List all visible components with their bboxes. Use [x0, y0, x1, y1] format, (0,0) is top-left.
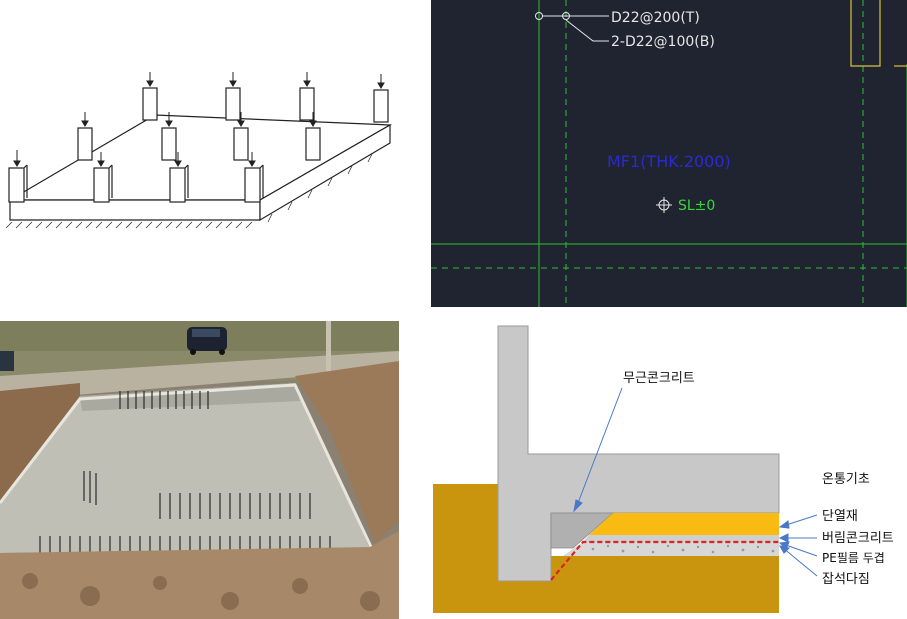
- mat-foundation-label: MF1(THK.2000): [607, 152, 731, 171]
- car-icon: [187, 327, 227, 355]
- mat-foundation-label: 온통기초: [822, 472, 870, 487]
- column: [77, 127, 93, 161]
- gravel-layer: [563, 542, 779, 556]
- column: [8, 164, 28, 203]
- mat-foundation-drawing: [5, 72, 393, 229]
- foundation-section-detail: 무근콘크리트 온통기초 단열재 버림콘크리트 PE필름 두겹 잡석다짐: [433, 318, 907, 619]
- section-drawing: 무근콘크리트 온통기초 단열재 버림콘크리트 PE필름 두겹 잡석다짐: [433, 325, 894, 613]
- soil-bank-right: [295, 361, 399, 543]
- lean-concrete-label: 버림콘크리트: [822, 531, 894, 546]
- column-outline: [850, 0, 881, 67]
- column: [373, 89, 389, 123]
- column: [244, 164, 264, 203]
- construction-site-photo: [0, 321, 399, 619]
- insulation-label: 단열재: [822, 509, 858, 524]
- site-photo-illustration: [0, 321, 399, 619]
- slab-front-face: [9, 199, 261, 221]
- column: [142, 87, 158, 121]
- plain-concrete-haunch: [550, 512, 615, 549]
- cad-canvas: D22@200(T) 2-D22@100(B) MF1(THK.2000) SL…: [431, 0, 907, 307]
- road: [0, 351, 399, 401]
- leader-arrows: [573, 387, 818, 577]
- column: [169, 164, 189, 203]
- rebar-top-label: D22@200(T): [611, 10, 700, 26]
- soil-bank-left: [0, 383, 80, 501]
- concrete-slab: [0, 383, 370, 553]
- leader-line: [565, 19, 609, 42]
- level-label: SL±0: [678, 198, 715, 214]
- columns-group: [8, 87, 389, 203]
- column: [305, 127, 321, 161]
- column: [299, 87, 315, 121]
- rebar-bottom-label: 2-D22@100(B): [611, 34, 715, 50]
- column: [233, 127, 249, 161]
- column: [161, 127, 177, 161]
- ground-hatch: [5, 153, 373, 229]
- pe-film-label: PE필름 두겹: [822, 551, 885, 565]
- lean-concrete-layer: [583, 535, 779, 542]
- insulation-layer: [589, 513, 779, 535]
- gravel-label: 잡석다짐: [822, 572, 870, 587]
- pe-film-line: [550, 540, 779, 581]
- level-marker-icon: [656, 197, 672, 213]
- column: [225, 87, 241, 121]
- plain-concrete-label: 무근콘크리트: [623, 371, 695, 386]
- column: [93, 164, 113, 203]
- isometric-foundation-sketch: [0, 0, 400, 300]
- cad-drawing-panel: D22@200(T) 2-D22@100(B) MF1(THK.2000) SL…: [431, 0, 907, 307]
- downward-load-arrow-icon: [13, 72, 385, 167]
- slab-side-face: [259, 123, 391, 222]
